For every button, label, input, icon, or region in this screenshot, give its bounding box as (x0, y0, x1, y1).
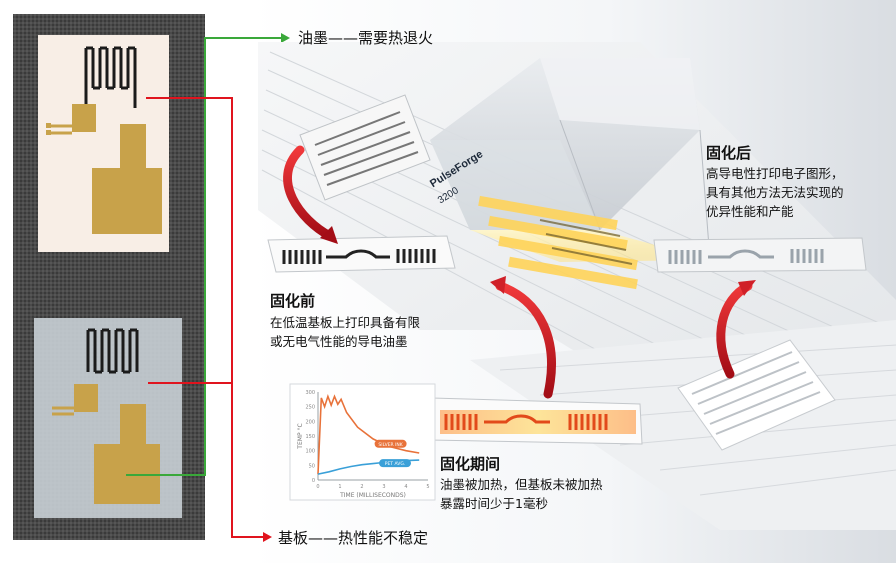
trace-strip-after (653, 237, 867, 273)
chart-series-badge (379, 459, 411, 468)
chart-y-tick-label: 100 (305, 449, 315, 455)
paper-sample (38, 35, 169, 252)
ink-annotation: 油墨——需要热退火 (298, 29, 434, 47)
after-desc-line2: 具有其他方法无法实现的 (706, 185, 844, 200)
chart-series-label: SILVER INK (378, 442, 403, 448)
trace-strip-before (267, 235, 456, 273)
chart-panel (289, 383, 436, 501)
chart-x-tick-label: 2 (360, 484, 363, 490)
chart-x-axis-label: TIME (MILLISECONDS) (339, 492, 406, 499)
chart-x-tick-label: 4 (404, 484, 407, 490)
film-sample (34, 318, 182, 518)
chart-y-tick-label: 300 (305, 390, 315, 396)
pulseforge-machine (430, 58, 711, 290)
chart-x-tick-label: 3 (382, 484, 385, 490)
chart-y-tick-label: 0 (312, 478, 315, 484)
before-desc-line1: 在低温基板上打印具备有限 (270, 315, 421, 330)
during-title: 固化期间 (440, 455, 501, 473)
chart-series-label: PET AVG. (385, 461, 406, 467)
trace-strip-during (429, 397, 643, 445)
chart-y-tick-label: 150 (305, 434, 315, 440)
after-desc-line3: 优异性能和产能 (706, 204, 794, 219)
chart-x-tick-label: 5 (426, 484, 429, 490)
during-desc-line1: 油墨被加热，但基板未被加热 (440, 477, 603, 492)
after-desc-line1: 高导电性打印电子图形， (706, 166, 844, 181)
chart-y-tick-label: 250 (305, 405, 315, 411)
printed-sheet-before (299, 94, 431, 201)
before-title: 固化前 (270, 292, 316, 310)
chart-x-tick-label: 1 (338, 484, 341, 490)
flow-arrows (283, 145, 756, 399)
chart-y-tick-label: 50 (309, 463, 315, 469)
ink-leader-line (126, 37, 285, 476)
printed-sheet-after (677, 339, 836, 451)
ink-arrowhead (281, 33, 290, 43)
before-desc-line2: 或无电气性能的导电油墨 (270, 334, 408, 349)
after-title: 固化后 (706, 144, 752, 162)
substrate-arrowhead (263, 532, 272, 542)
chart-y-tick-label: 200 (305, 419, 315, 425)
substrate-annotation: 基板——热性能不稳定 (278, 529, 429, 547)
chart-x-tick-label: 0 (316, 484, 319, 490)
substrate-leader-line (146, 97, 265, 538)
during-desc-line2: 暴露时间少于1毫秒 (440, 496, 548, 511)
chart-y-axis-label: TEMP °C (297, 423, 304, 449)
chart-series: SILVER INK PET AVG. (317, 393, 420, 475)
chart-series-badge (374, 439, 407, 448)
